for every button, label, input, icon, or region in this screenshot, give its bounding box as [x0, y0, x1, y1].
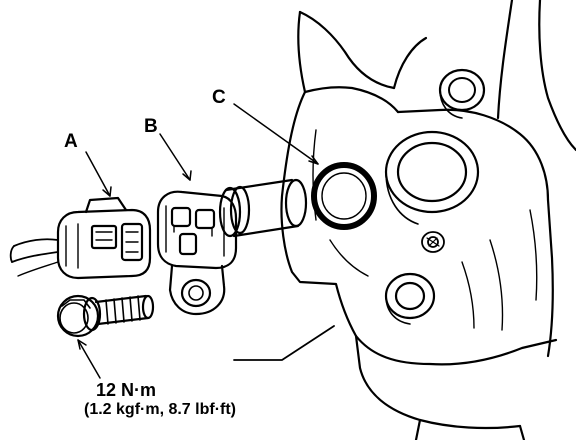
- torque-spec-conversion: (1.2 kgf·m, 8.7 lbf·ft): [84, 401, 237, 418]
- wire-harness: [9, 238, 59, 277]
- housing-boss-lower: [384, 272, 436, 325]
- housing-bore: [384, 130, 480, 225]
- o-ring: [311, 162, 377, 230]
- callout-a-label: A: [64, 131, 78, 152]
- engine-housing: [233, 0, 576, 442]
- housing-threaded-hole: [421, 231, 445, 253]
- callout-b-label: B: [144, 116, 158, 137]
- sensor: [156, 178, 308, 316]
- torque-spec-value: 12 N·m: [96, 380, 157, 400]
- bolt: [56, 294, 155, 338]
- leader-lines: [77, 103, 319, 379]
- connector: [56, 196, 152, 280]
- callout-c-label: C: [212, 87, 226, 108]
- housing-boss-upper: [438, 68, 486, 119]
